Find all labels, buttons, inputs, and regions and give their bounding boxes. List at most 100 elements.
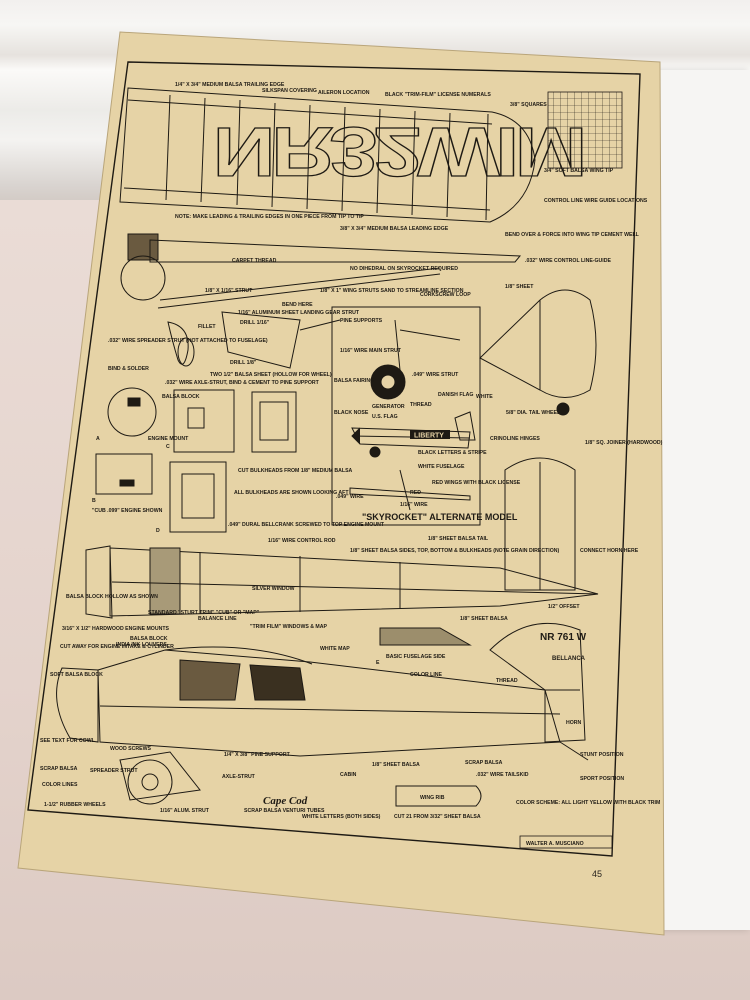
label: .049" WIRE <box>336 494 364 500</box>
label: 1/16" ALUM. STRUT <box>160 808 210 814</box>
page-number: 45 <box>592 869 602 879</box>
label: 1/4" X 3/8" PINE SUPPORT <box>224 752 291 758</box>
label: SILVER WINDOW <box>252 586 295 592</box>
bulkhead-diagrams <box>95 387 297 533</box>
label: DANISH FLAG <box>438 392 473 398</box>
registration-side: NR 761 W <box>540 632 587 643</box>
rudder-outline <box>504 457 576 591</box>
label: BASIC FUSELAGE SIDE <box>386 654 446 660</box>
label: 1/2" OFFSET <box>548 604 580 610</box>
label: WOOD SCREWS <box>110 746 151 752</box>
label: CUT BULKHEADS FROM 1/8" MEDIUM BALSA <box>238 468 353 474</box>
label: CONTROL LINE WIRE GUIDE LOCATIONS <box>544 198 648 204</box>
liberty-banner-bg <box>410 430 450 439</box>
label: B <box>92 498 96 504</box>
label: WING RIB <box>420 795 445 801</box>
plan-paper <box>17 31 665 936</box>
label: INDIA INK LOUVERS <box>116 642 167 648</box>
label: BLACK LETTERS & STRIPE <box>418 450 487 456</box>
fuselage-side-view <box>56 622 589 807</box>
label: 1/8" SHEET BALSA TAIL <box>428 536 489 542</box>
label: COLOR SCHEME: ALL LIGHT YELLOW WITH BLAC… <box>516 800 660 806</box>
label: NO DIHEDRAL ON SKYROCKET REQUIRED <box>350 266 458 272</box>
label: BALSA BLOCK <box>162 394 200 400</box>
label: 3/8" SQUARES <box>510 102 547 108</box>
label: 5/8" DIA. TAIL WHEEL <box>506 410 561 416</box>
label: AILERON LOCATION <box>318 90 370 96</box>
label: BALANCE LINE <box>198 616 237 622</box>
scale-grid <box>547 91 623 169</box>
label: CONNECT HORN HERE <box>580 548 639 554</box>
label: SOFT BALSA BLOCK <box>50 672 103 678</box>
label: SPREADER STRUT <box>90 768 138 774</box>
label: FILLET <box>198 324 216 330</box>
label: BLACK "TRIM-FILM" LICENSE NUMERALS <box>385 92 491 98</box>
gear-and-strut-detail <box>120 233 522 369</box>
label: A <box>96 436 100 442</box>
label: BEND HERE <box>282 302 313 308</box>
label: TWO 1/2" BALSA SHEET (HOLLOW FOR WHEEL) <box>210 372 332 378</box>
label: D <box>156 528 160 534</box>
label: STANDARD "STURT TRIM" "CUB" OR "MAP" <box>148 610 260 616</box>
label: SCRAP BALSA <box>465 760 503 766</box>
label: .049" WIRE STRUT <box>412 372 459 378</box>
label: 1-1/2" RUBBER WHEELS <box>44 802 106 808</box>
label: SILKSPAN COVERING <box>262 88 317 94</box>
label: .032" WIRE AXLE-STRUT, BIND & CEMENT TO … <box>165 380 320 386</box>
label: 1/8" SHEET BALSA <box>460 616 508 622</box>
label: RED WINGS WITH BLACK LICENSE <box>432 480 521 486</box>
label: HORN <box>566 720 582 726</box>
label: BEND OVER & FORCE INTO WING TIP CEMENT W… <box>505 232 640 238</box>
label: SEE TEXT FOR COWL <box>40 738 96 744</box>
label: CUT AWAY FOR ENGINE INTAKE & CYLINDER <box>60 644 174 650</box>
label: E <box>376 660 380 666</box>
label: 1/8" X 1/16" STRUT <box>205 288 253 294</box>
skyrocket-alternate-box <box>331 306 481 526</box>
label: 3/4" SOFT BALSA WING TIP <box>544 168 614 174</box>
label: "CUB .099" ENGINE SHOWN <box>92 508 163 514</box>
label: WHITE FUSELAGE <box>418 464 465 470</box>
label: 1/16" WIRE CONTROL ROD <box>268 538 336 544</box>
label: 3/8" X 3/4" MEDIUM BALSA LEADING EDGE <box>340 226 449 232</box>
label: 1/16" WIRE MAIN STRUT <box>340 348 402 354</box>
label: BALSA BLOCK <box>130 636 168 642</box>
label: BLACK NOSE <box>334 410 369 416</box>
label: 1/16" ALUMINUM SHEET LANDING GEAR STRUT <box>238 310 360 316</box>
label: RED <box>410 490 421 496</box>
label: 1/8" SHEET BALSA <box>372 762 420 768</box>
label: COLOR LINES <box>42 782 78 788</box>
label: AXLE-STRUT <box>222 774 256 780</box>
label: .032" WIRE TAILSKID <box>476 772 529 778</box>
label: .032" WIRE CONTROL LINE-GUIDE <box>525 258 611 264</box>
label: BALSA FAIRING <box>334 378 374 384</box>
label: 1/8" SHEET <box>505 284 534 290</box>
label: THREAD <box>496 678 518 684</box>
label: CARPET THREAD <box>232 258 277 264</box>
label: BIND & SOLDER <box>108 366 149 372</box>
wing-top-view <box>119 87 536 223</box>
label: CORKSCREW LOOP <box>420 292 471 298</box>
label: SCRAP BALSA <box>40 766 78 772</box>
cowl-script-name: Cape Cod <box>263 795 308 807</box>
label: SCRAP BALSA VENTURI TUBES <box>244 808 325 814</box>
label: STUNT POSITION <box>580 752 624 758</box>
label: 1/8" X 1" WING STRUTS SAND TO STREAMLINE… <box>320 288 464 294</box>
label: CRINOLINE HINGES <box>490 436 540 442</box>
label: 1/16" WIRE <box>400 502 428 508</box>
label: BALSA BLOCK HOLLOW AS SHOWN <box>66 594 158 600</box>
plan-labels: 1/4" X 3/4" MEDIUM BALSA TRAILING EDGE S… <box>40 82 663 820</box>
label: DRILL 1/16" <box>240 320 270 326</box>
label: PINE SUPPORTS <box>340 318 383 324</box>
label: WHITE LETTERS (BOTH SIDES) <box>302 814 381 820</box>
fuselage-top-view <box>85 545 599 619</box>
label: CABIN <box>340 772 357 778</box>
label: SPORT POSITION <box>580 776 624 782</box>
label: WHITE MAP <box>320 646 350 652</box>
label: 1/8" SQ. JOINER (HARDWOOD) <box>585 440 663 446</box>
label: "TRIM FILM" WINDOWS & MAP <box>250 624 327 630</box>
label: 3/16" X 1/2" HARDWOOD ENGINE MOUNTS <box>62 626 169 632</box>
label: THREAD <box>410 402 432 408</box>
label: CUT 21 FROM 3/32" SHEET BALSA <box>394 814 481 820</box>
author-credit: WALTER A. MUSCIANO <box>526 841 584 847</box>
